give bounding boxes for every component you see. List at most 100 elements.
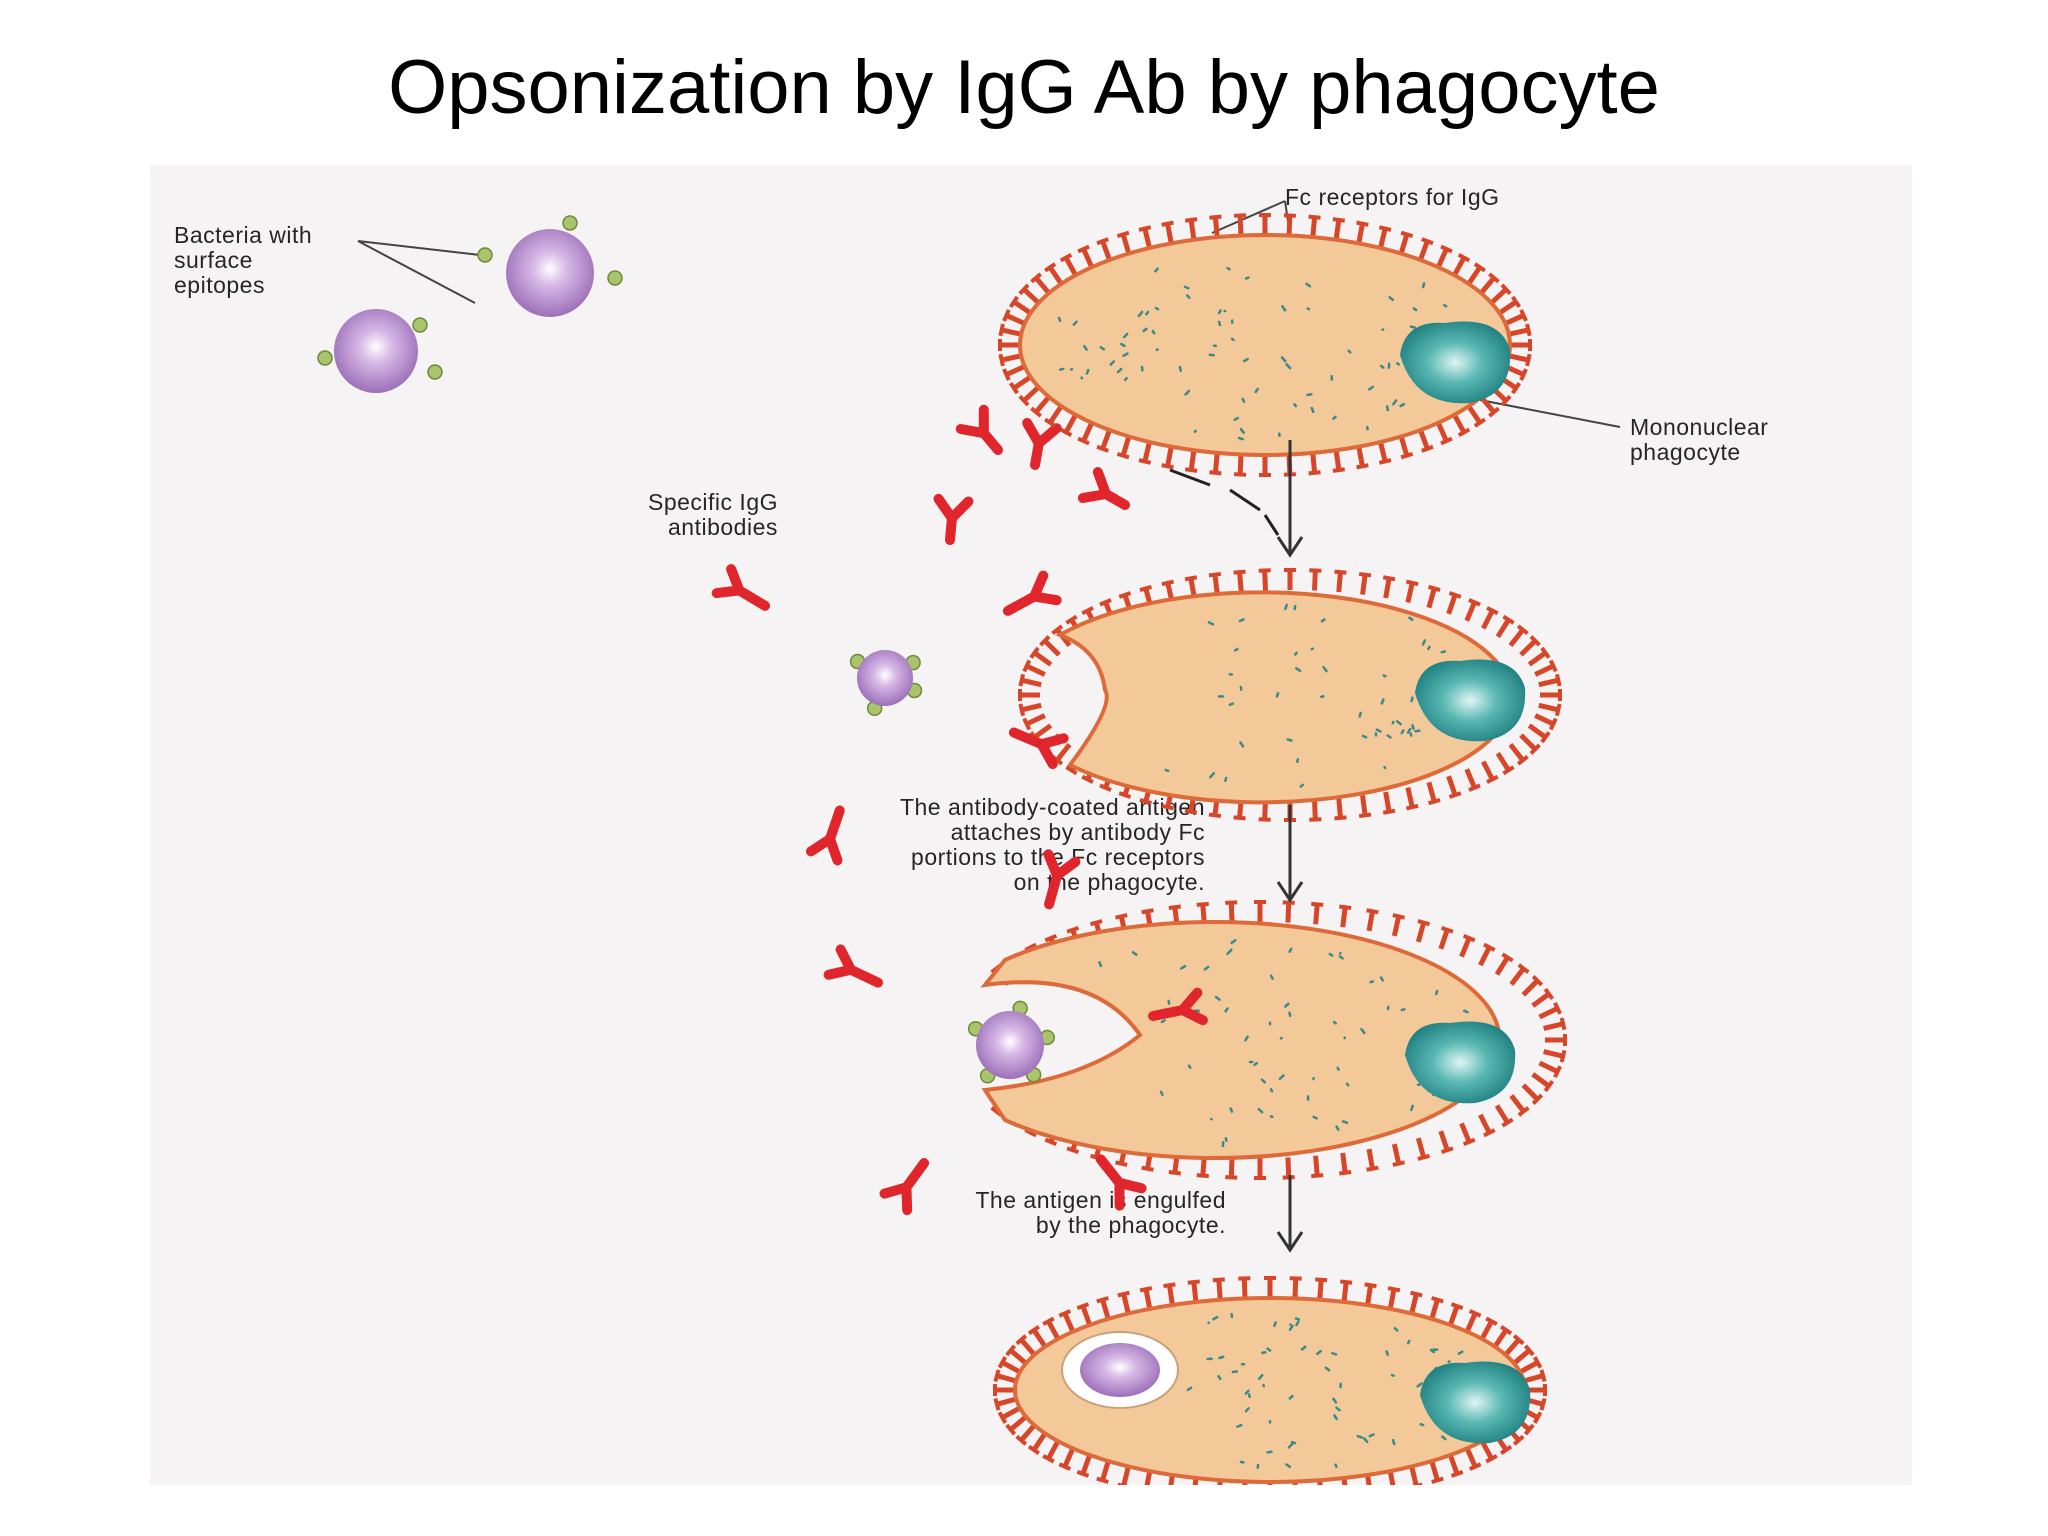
- fc-receptor-icon: [1116, 230, 1132, 255]
- fc-receptor-icon: [1332, 449, 1346, 473]
- fc-receptor-icon: [1259, 213, 1271, 235]
- fc-receptor-icon: [1481, 606, 1499, 630]
- fc-receptor-icon: [1398, 230, 1414, 255]
- fc-receptor-icon: [1464, 768, 1481, 792]
- fc-receptor-icon: [1096, 1460, 1111, 1484]
- fc-receptor-icon: [1508, 624, 1529, 648]
- svg-text:attaches by antibody Fc: attaches by antibody Fc: [951, 819, 1205, 845]
- fc-receptor-icon: [1258, 568, 1271, 591]
- fc-receptor-icon: [1234, 213, 1247, 236]
- fc-receptor-icon: [998, 339, 1020, 351]
- fc-receptor-icon: [1538, 702, 1562, 717]
- fc-receptor-icon: [1466, 262, 1486, 286]
- fc-receptor-icon: [1366, 1148, 1379, 1172]
- antibody-icon: [805, 805, 845, 866]
- fc-receptor-icon: [997, 1405, 1022, 1424]
- fc-receptor-icon: [1387, 1286, 1401, 1310]
- antibody-icon: [1008, 727, 1069, 770]
- fc-receptor-icon: [1144, 1470, 1153, 1485]
- fc-receptor-icon: [1364, 1282, 1377, 1306]
- fc-receptor-icon: [1435, 421, 1453, 446]
- fc-receptor-icon: [1489, 283, 1512, 305]
- fc-receptor-icon: [1030, 272, 1051, 295]
- fc-receptor-icon: [1426, 584, 1441, 609]
- fc-receptor-icon: [1264, 1276, 1276, 1298]
- fc-receptor-icon: [1005, 1344, 1028, 1366]
- fc-receptor-icon: [1495, 752, 1515, 776]
- fc-receptor-icon: [1139, 1286, 1153, 1310]
- fc-receptor-icon: [1534, 659, 1558, 677]
- fc-receptor-icon: [1418, 237, 1434, 261]
- bacterium-icon: [857, 650, 913, 706]
- fc-receptor-icon: [1042, 1316, 1061, 1341]
- down-arrow-icon: [1276, 805, 1304, 903]
- fc-receptor-icon: [1508, 742, 1529, 766]
- fc-receptor-icon: [1005, 1414, 1028, 1436]
- svg-text:Specific IgG: Specific IgG: [648, 489, 778, 515]
- antibody-icon: [823, 944, 884, 988]
- fc-receptor-icon: [1356, 446, 1369, 470]
- fc-receptor-icon: [1168, 1474, 1175, 1485]
- fc-receptor-icon: [1341, 1477, 1348, 1485]
- fc-receptor-icon: [1217, 1480, 1223, 1485]
- bacterium-icon: [477, 215, 623, 317]
- fc-receptor-icon: [1015, 1423, 1037, 1446]
- fc-receptor-icon: [1452, 413, 1471, 437]
- fc-receptor-icon: [1438, 1130, 1454, 1154]
- fc-receptor-icon: [1308, 452, 1321, 476]
- fc-receptor-icon: [1282, 900, 1295, 923]
- fc-receptor-icon: [1027, 1431, 1048, 1455]
- fc-receptor-icon: [1340, 1279, 1353, 1303]
- fc-receptor-icon: [1192, 1477, 1199, 1485]
- fc-receptor-icon: [1282, 1157, 1295, 1180]
- fc-receptor-icon: [1311, 1155, 1324, 1179]
- fc-receptor-icon: [1466, 404, 1486, 428]
- arrows-layer: [1276, 440, 1304, 1253]
- phagocyte-icon: [1018, 568, 1562, 822]
- bacteria-pointer-lines: [357, 240, 481, 304]
- fc-receptor-icon: [1429, 1460, 1444, 1484]
- fc-receptor-icon: [1523, 1369, 1547, 1384]
- fc-receptor-icon: [1446, 775, 1462, 799]
- fc-receptor-icon: [1332, 217, 1346, 241]
- fc-receptor-icon: [1426, 781, 1441, 806]
- fc-receptor-icon: [1163, 1282, 1176, 1306]
- svg-text:Bacteria with: Bacteria with: [174, 222, 312, 248]
- fc-receptor-icon: [1212, 1277, 1225, 1300]
- fc-receptors-pointer: [1211, 200, 1291, 236]
- bacterium-icon: [976, 1011, 1044, 1079]
- opsonized-bacterium: [711, 564, 1069, 866]
- fc-receptor-icon: [1459, 933, 1476, 958]
- antibody-icon: [1043, 849, 1081, 910]
- fc-receptor-icon: [1018, 385, 1041, 407]
- fc-receptor-icon: [1531, 987, 1555, 1008]
- antibody-icon: [711, 564, 771, 611]
- svg-text:Mononuclear: Mononuclear: [1630, 414, 1768, 440]
- fc-receptor-icon: [1018, 673, 1042, 688]
- fc-receptor-icon: [1464, 1447, 1482, 1471]
- fc-receptor-icon: [1117, 1465, 1131, 1485]
- fc-receptor-icon: [1527, 646, 1551, 667]
- slide-title: Opsonization by IgG Ab by phagocyte: [388, 45, 1660, 130]
- fc-receptor-icon: [1481, 760, 1499, 784]
- fc-receptor-icon: [1405, 787, 1419, 811]
- fc-receptor-icon: [1161, 446, 1174, 470]
- fc-receptor-icon: [1096, 237, 1112, 261]
- nucleus-icon: [1405, 1021, 1516, 1104]
- fc-receptor-icon: [1521, 1083, 1544, 1105]
- antibody-icon: [1020, 423, 1056, 468]
- fc-receptor-icon: [1015, 1334, 1037, 1357]
- svg-text:epitopes: epitopes: [174, 272, 265, 298]
- fc-receptor-icon: [1059, 253, 1078, 277]
- fc-receptor-icon: [1538, 673, 1562, 688]
- fc-receptor-icon: [1077, 244, 1095, 269]
- fc-receptors-label: Fc receptors for IgG: [1285, 184, 1500, 210]
- fc-receptor-icon: [1339, 904, 1352, 928]
- fc-receptor-icon: [1538, 1002, 1562, 1020]
- fc-receptor-icon: [1008, 295, 1032, 316]
- opsonization-diagram: Bacteria with surface epitopes Fc recept…: [174, 184, 1768, 1485]
- fc-receptor-icon: [1317, 1480, 1323, 1485]
- fc-receptor-icon: [1315, 1277, 1328, 1300]
- antibody-icon: [1083, 472, 1133, 518]
- fc-receptor-icon: [1284, 568, 1296, 590]
